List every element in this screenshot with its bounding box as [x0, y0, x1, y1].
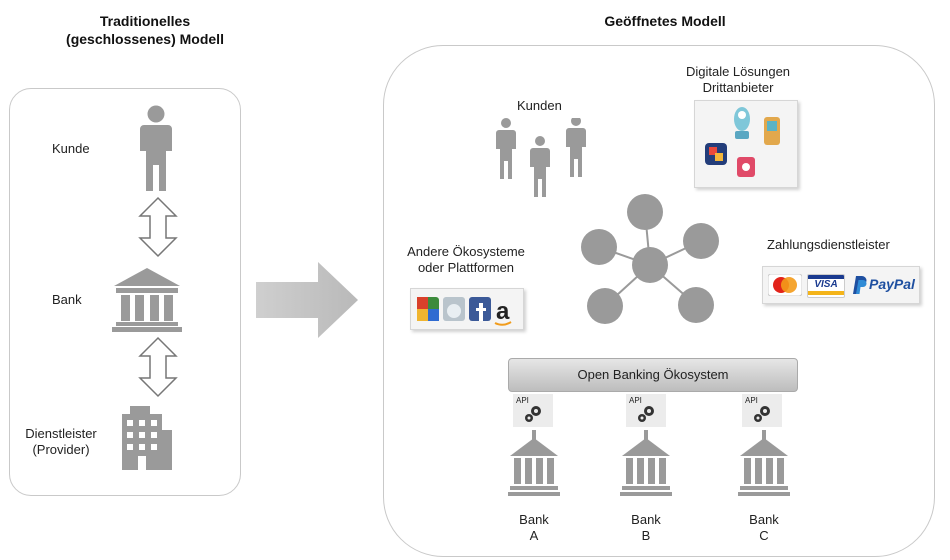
- paypal-text: PayPal: [869, 276, 915, 292]
- api-label: API: [516, 396, 529, 405]
- platform-logos-card: a: [410, 288, 524, 330]
- provider-label: Dienstleister (Provider): [18, 426, 104, 458]
- left-title: Traditionelles (geschlossenes) Modell: [40, 12, 250, 48]
- bank-label: Bank: [52, 292, 82, 307]
- other-ecosystems-label: Andere Ökosysteme oder Plattformen: [396, 244, 536, 276]
- person-icon: [140, 105, 172, 191]
- visa-stripe-top: [808, 275, 844, 279]
- customers-label: Kunden: [517, 98, 562, 113]
- bank-c-icon: [738, 430, 790, 496]
- digital-solutions-line1: Digitale Lösungen: [685, 64, 791, 79]
- bank-b-name: Bank: [631, 512, 661, 527]
- api-label: API: [745, 396, 758, 405]
- bank-a-label: Bank A: [508, 512, 560, 544]
- api-label: API: [629, 396, 642, 405]
- gears-icon: [638, 406, 654, 422]
- api-box: API: [626, 394, 666, 427]
- bank-b-letter: B: [641, 528, 651, 543]
- payment-providers-label: Zahlungsdienstleister: [767, 237, 890, 252]
- bank-b-icon: [620, 430, 672, 496]
- office-building-icon: [122, 406, 172, 470]
- bank-a-letter: A: [529, 528, 539, 543]
- visa-card: VISA: [807, 274, 845, 298]
- customer-label: Kunde: [52, 141, 90, 156]
- bank-b-label: Bank B: [620, 512, 672, 544]
- provider-label-line1: Dienstleister: [25, 426, 97, 441]
- platform-logos-icon: a: [417, 297, 512, 326]
- paypal-wordmark: PayPal: [869, 276, 915, 292]
- double-arrow-icon: [138, 196, 178, 258]
- bank-a-name: Bank: [519, 512, 549, 527]
- payment-logos-card: VISA PayPal: [762, 266, 920, 304]
- third-party-apps-card: [694, 100, 798, 188]
- digital-solutions-line2: Drittanbieter: [702, 80, 774, 95]
- customers-group-icon: [496, 118, 586, 197]
- left-title-line1: Traditionelles: [99, 13, 191, 29]
- digital-solutions-label: Digitale Lösungen Drittanbieter: [668, 64, 808, 96]
- transition-arrow-icon: [256, 262, 358, 338]
- gears-icon: [754, 406, 770, 422]
- visa-text: VISA: [814, 279, 838, 290]
- other-ecosystems-line1: Andere Ökosysteme: [407, 244, 525, 259]
- bank-c-label: Bank C: [738, 512, 790, 544]
- svg-text:a: a: [496, 298, 510, 325]
- app-icons-cluster-icon: [705, 107, 780, 177]
- open-banking-ecosystem-bar: Open Banking Ökosystem: [508, 358, 798, 392]
- network-hub-icon: [581, 194, 719, 324]
- left-title-line2: (geschlossenes) Modell: [66, 31, 224, 47]
- right-title: Geöffnetes Modell: [604, 13, 726, 29]
- api-box: API: [513, 394, 553, 427]
- bank-building-icon: [112, 268, 182, 332]
- bank-c-letter: C: [759, 528, 769, 543]
- bank-c-name: Bank: [749, 512, 779, 527]
- gears-icon: [525, 406, 541, 422]
- bank-a-icon: [508, 430, 560, 496]
- mastercard-icon: [768, 274, 802, 296]
- double-arrow-icon: [138, 336, 178, 398]
- visa-stripe-bottom: [808, 291, 844, 295]
- provider-label-line2: (Provider): [32, 442, 90, 457]
- other-ecosystems-line2: oder Plattformen: [417, 260, 515, 275]
- api-box: API: [742, 394, 782, 427]
- paypal-p-icon: [853, 276, 867, 294]
